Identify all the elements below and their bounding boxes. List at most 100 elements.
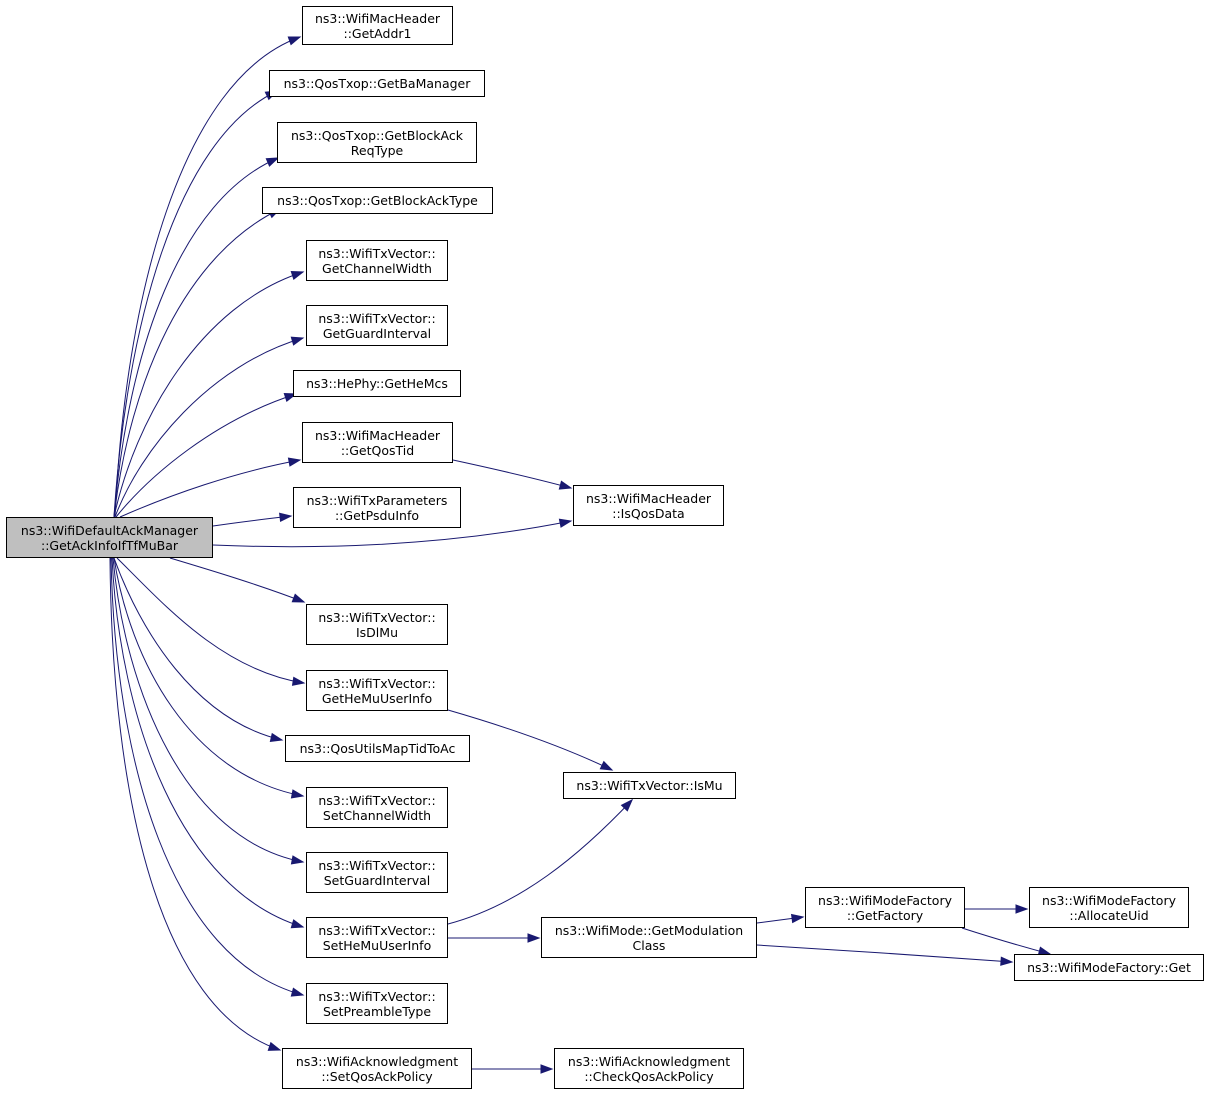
node-wifi-tx-vector-is-mu[interactable]: ns3::WifiTxVector::IsMu (563, 772, 736, 799)
node-wifi-tx-vector-get-guard-interval[interactable]: ns3::WifiTxVector::GetGuardInterval (306, 305, 448, 346)
node-line-1: ns3::WifiMacHeader (314, 10, 441, 26)
arrowhead-root-to-n9 (279, 512, 293, 523)
node-wifi-mac-header-is-qos-data[interactable]: ns3::WifiMacHeader::IsQosData (573, 485, 724, 526)
node-line-1: ns3::WifiMode::GetModulation (554, 922, 744, 938)
node-line-1: ns3::WifiAcknowledgment (295, 1053, 459, 1069)
arrowhead-root-to-n13 (269, 732, 284, 743)
arrowhead-root-to-n17 (290, 919, 305, 929)
edge-root-to-n7 (115, 393, 297, 518)
arrowhead-root-to-n6 (290, 336, 305, 346)
node-line-1: ns3::WifiMacHeader (585, 490, 712, 506)
node-wifi-acknowledgment-set-qos-ack-policy[interactable]: ns3::WifiAcknowledgment::SetQosAckPolicy (282, 1048, 472, 1089)
node-line-1: ns3::HePhy::GetHeMcs (306, 376, 448, 391)
node-line-2: SetHeMuUserInfo (322, 937, 432, 953)
node-line-1: ns3::WifiMacHeader (314, 427, 441, 443)
node-wifi-tx-vector-is-dl-mu[interactable]: ns3::WifiTxVector::IsDlMu (306, 604, 448, 645)
node-wifi-tx-vector-set-channel-width[interactable]: ns3::WifiTxVector::SetChannelWidth (306, 787, 448, 828)
edge-n18-to-n21 (756, 944, 1013, 963)
node-line-1: ns3::WifiModeFactory (1042, 892, 1176, 908)
edge-n8-to-n10 (452, 459, 572, 489)
node-line-2: ::GetFactory (846, 907, 924, 923)
node-wifi-mac-header-get-addr1[interactable]: ns3::WifiMacHeader::GetAddr1 (302, 6, 453, 45)
arrowhead-root-to-n3 (265, 157, 280, 167)
node-line-2: SetGuardInterval (323, 872, 431, 888)
arrowhead-root-to-n16 (290, 855, 305, 865)
edge-root-to-n5 (113, 271, 304, 518)
node-qos-utils-map-tid-to-ac[interactable]: ns3::QosUtilsMapTidToAc (285, 735, 470, 762)
node-line-2: SetChannelWidth (322, 807, 432, 823)
arrowhead-n18-to-n19 (790, 913, 805, 924)
arrowhead-n19-to-n20 (1015, 904, 1029, 914)
node-wifi-mode-factory-allocate-uid[interactable]: ns3::WifiModeFactory::AllocateUid (1029, 887, 1189, 928)
node-line-2: ::AllocateUid (1069, 907, 1149, 923)
node-wifi-mac-header-get-qos-tid[interactable]: ns3::WifiMacHeader::GetQosTid (302, 422, 453, 463)
edge-root-to-n3 (113, 157, 279, 518)
node-line-1: ns3::WifiTxVector:: (318, 857, 436, 873)
node-line-1: ns3::WifiModeFactory (818, 892, 952, 908)
arrowhead-n8-to-n10 (558, 480, 573, 490)
node-wifi-mode-factory-get-factory[interactable]: ns3::WifiModeFactory::GetFactory (805, 887, 965, 928)
edge-n19-to-n21 (961, 927, 1051, 955)
edge-root-to-n6 (114, 337, 304, 518)
node-qos-txop-get-block-ack-type[interactable]: ns3::QosTxop::GetBlockAckType (262, 187, 493, 214)
node-line-2: SetPreambleType (322, 1003, 432, 1019)
edge-root-to-n13 (113, 557, 283, 741)
edge-root-to-n16 (112, 557, 304, 863)
node-qos-txop-get-ba-manager[interactable]: ns3::QosTxop::GetBaManager (269, 70, 485, 97)
edge-root-to-n10 (212, 520, 572, 548)
node-wifi-tx-vector-set-preamble-type[interactable]: ns3::WifiTxVector::SetPreambleType (306, 983, 448, 1024)
node-wifi-tx-vector-get-channel-width[interactable]: ns3::WifiTxVector::GetChannelWidth (306, 240, 448, 281)
node-line-2: ::IsQosData (612, 505, 685, 521)
edge-root-to-n23 (109, 557, 281, 1051)
edge-root-to-n9 (212, 515, 292, 527)
node-wifi-acknowledgment-check-qos-ack-policy[interactable]: ns3::WifiAcknowledgment::CheckQosAckPoli… (554, 1048, 744, 1089)
node-line-1: ns3::WifiTxVector:: (318, 675, 436, 691)
edge-root-to-n12 (116, 557, 305, 684)
node-line-2: ReqType (350, 142, 404, 158)
node-line-2: ::GetAddr1 (343, 25, 412, 41)
node-he-phy-get-he-mcs[interactable]: ns3::HePhy::GetHeMcs (293, 370, 461, 397)
node-line-2: GetChannelWidth (322, 260, 432, 276)
edge-root-to-n11 (169, 557, 305, 603)
node-line-1: ns3::WifiTxVector:: (318, 310, 436, 326)
node-line-1: ns3::WifiTxVector:: (318, 245, 436, 261)
arrowhead-n12-to-n14 (599, 760, 614, 771)
node-line-1: ns3::QosTxop::GetBlockAckType (277, 193, 478, 208)
edge-root-to-n1 (114, 36, 301, 518)
node-wifi-tx-vector-set-he-mu-user-info[interactable]: ns3::WifiTxVector::SetHeMuUserInfo (306, 917, 448, 958)
edge-root-to-n4 (113, 208, 281, 518)
node-wifi-tx-vector-set-guard-interval[interactable]: ns3::WifiTxVector::SetGuardInterval (306, 852, 448, 893)
arrowhead-root-to-n12 (291, 676, 306, 686)
arrowhead-root-to-n5 (290, 271, 305, 280)
arrowhead-n18-to-n21 (1000, 956, 1014, 966)
node-line-1: ns3::QosTxop::GetBlockAck (291, 127, 463, 143)
node-wifi-default-ack-manager-get-ack-info-if-tf-mu-bar: ns3::WifiDefaultAckManager::GetAckInfoIf… (6, 517, 213, 558)
node-line-2: GetHeMuUserInfo (321, 690, 433, 706)
node-line-2: GetGuardInterval (322, 325, 432, 341)
node-line-1: ns3::WifiAcknowledgment (567, 1053, 731, 1069)
node-wifi-mode-factory-get[interactable]: ns3::WifiModeFactory::Get (1014, 954, 1204, 981)
edge-root-to-n15 (113, 557, 304, 797)
arrowhead-root-to-n23 (267, 1041, 282, 1051)
node-wifi-tx-parameters-get-psdu-info[interactable]: ns3::WifiTxParameters::GetPsduInfo (293, 487, 461, 528)
node-line-2: IsDlMu (355, 624, 398, 640)
arrowhead-root-to-n15 (290, 789, 305, 799)
arrowhead-root-to-n11 (291, 593, 306, 603)
node-line-1: ns3::WifiModeFactory::Get (1027, 960, 1191, 975)
node-line-1: ns3::QosUtilsMapTidToAc (299, 741, 456, 756)
node-line-1: ns3::WifiTxVector:: (318, 609, 436, 625)
edge-root-to-n22 (110, 557, 304, 996)
edge-root-to-n2 (113, 90, 278, 518)
node-line-2: ::GetAckInfoIfTfMuBar (40, 537, 178, 553)
node-line-2: ::CheckQosAckPolicy (584, 1068, 714, 1084)
arrowhead-root-to-n10 (558, 518, 573, 528)
node-line-1: ns3::QosTxop::GetBaManager (283, 76, 471, 91)
node-line-1: ns3::WifiTxVector:: (318, 922, 436, 938)
node-line-2: ::GetQosTid (340, 442, 415, 458)
edge-root-to-n8 (119, 459, 301, 518)
node-wifi-tx-vector-get-he-mu-user-info[interactable]: ns3::WifiTxVector::GetHeMuUserInfo (306, 670, 448, 711)
